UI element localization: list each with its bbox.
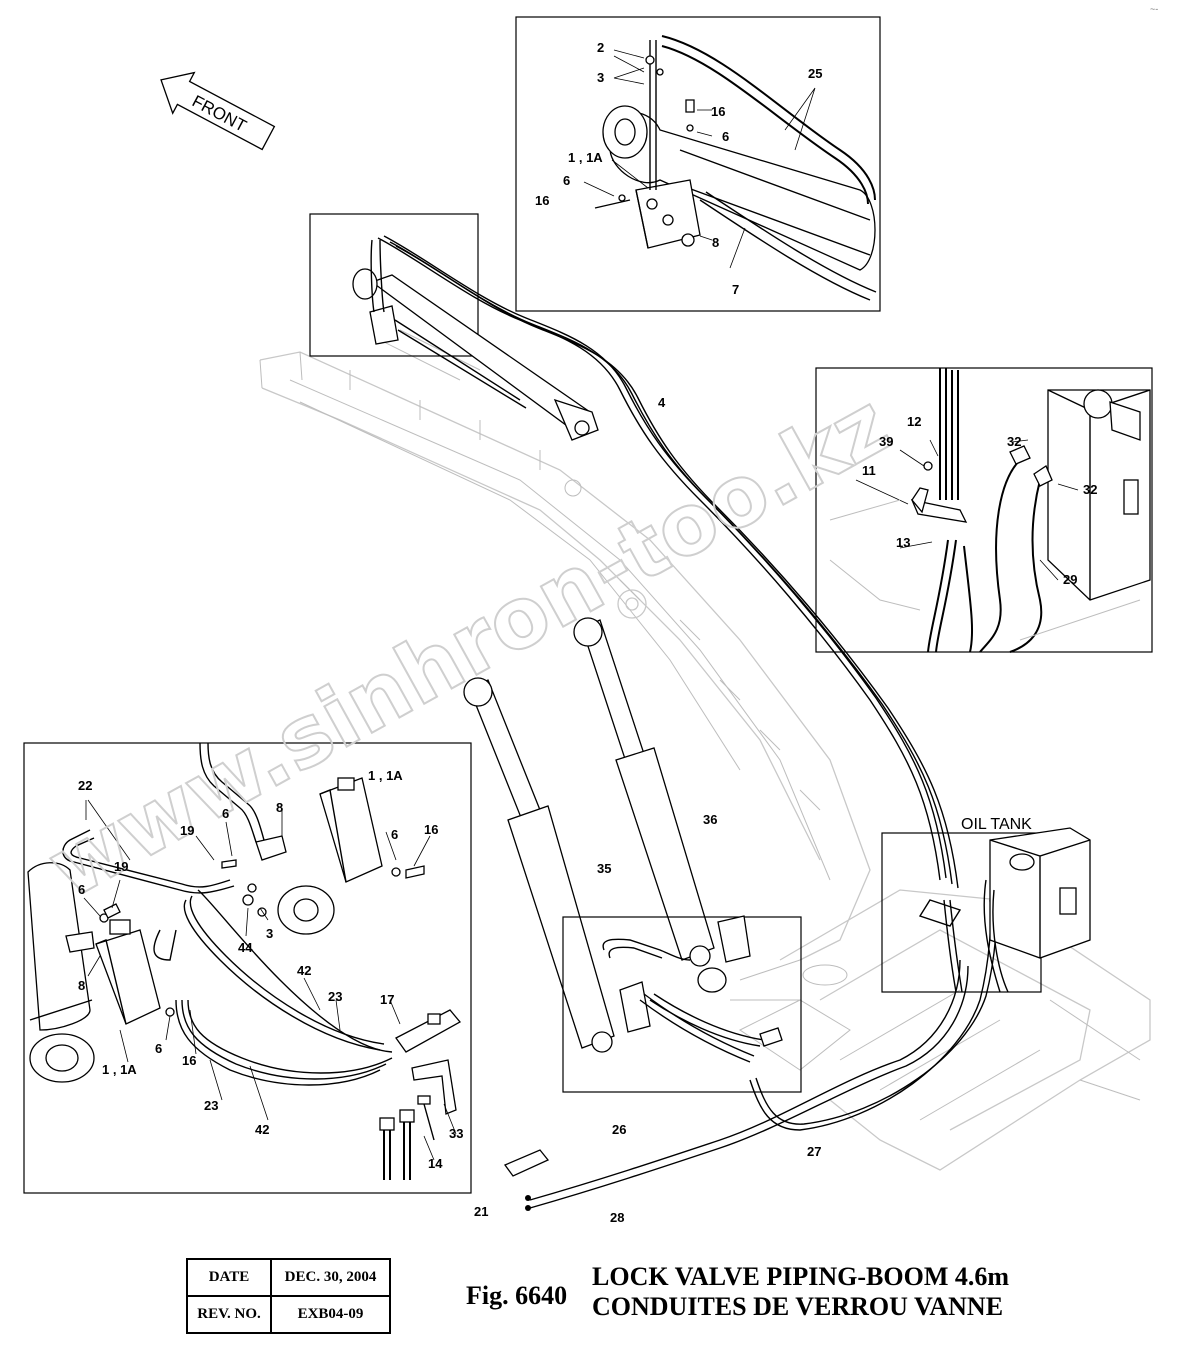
callout-left-detail-8: 6 [78, 882, 85, 897]
callout-top-detail-8: 8 [712, 235, 719, 250]
watermark: www.sinhron-too.kz [32, 374, 905, 917]
detail-bottom-center [562, 915, 802, 1093]
corner-mark: ~- [1150, 4, 1159, 14]
callout-left-detail-9: 44 [238, 940, 253, 955]
callout-left-detail-17: 1 , 1A [102, 1062, 137, 1077]
callout-right-detail-3: 11 [862, 463, 876, 478]
figure-number: Fig. 6640 [466, 1281, 568, 1310]
callout-left-detail-7: 19 [114, 859, 128, 874]
callout-right-detail-6: 29 [1063, 572, 1077, 587]
callout-right-detail-1: 39 [879, 434, 893, 449]
front-arrow-icon: FRONT [160, 71, 276, 151]
callout-left-detail-11: 8 [78, 978, 85, 993]
date-value: DEC. 30, 2004 [270, 1258, 391, 1297]
callout-left-detail-2: 8 [276, 800, 283, 815]
detail-right [815, 367, 1153, 653]
callout-left-detail-1: 6 [222, 806, 229, 821]
detail-left [23, 742, 472, 1194]
callout-top-detail-2: 25 [808, 66, 822, 81]
callout-top-detail-6: 6 [563, 173, 570, 188]
callout-left-detail-19: 42 [255, 1122, 269, 1137]
callout-top-detail-1: 3 [597, 70, 604, 85]
callout-main-4: 27 [807, 1144, 821, 1159]
callout-left-detail-3: 1 , 1A [368, 768, 403, 783]
detail-boom-cylinder [309, 213, 599, 441]
callout-left-detail-16: 16 [182, 1053, 196, 1068]
callout-main-5: 21 [474, 1204, 488, 1219]
callout-left-detail-15: 6 [155, 1041, 162, 1056]
callout-left-detail-20: 33 [449, 1126, 463, 1141]
callout-left-detail-6: 16 [424, 822, 438, 837]
rev-value: EXB04-09 [270, 1295, 391, 1334]
callout-main-3: 26 [612, 1122, 626, 1137]
detail-oil-tank [881, 827, 1091, 993]
callout-left-detail-21: 14 [428, 1156, 443, 1171]
detail-top [515, 16, 881, 312]
callout-left-detail-0: 22 [78, 778, 92, 793]
callout-top-detail-9: 7 [732, 282, 739, 297]
frame-ghost [739, 889, 1151, 1171]
callout-left-detail-12: 42 [297, 963, 311, 978]
boom-cylinder-36 [573, 617, 715, 967]
figure-title-fr: CONDUITES DE VERROU VANNE [592, 1292, 1004, 1321]
hose-4 [377, 235, 959, 889]
boom-ghost [259, 329, 871, 961]
callout-top-detail-0: 2 [597, 40, 604, 55]
boom-cylinder-35 [463, 677, 615, 1053]
callout-top-detail-4: 6 [722, 129, 729, 144]
callout-left-detail-4: 19 [180, 823, 194, 838]
callout-left-detail-13: 23 [328, 989, 342, 1004]
oil-tank-label: OIL TANK [961, 816, 1032, 833]
callout-main-1: 36 [703, 812, 717, 827]
figure-title: LOCK VALVE PIPING-BOOM 4.6m CONDUITES DE… [592, 1262, 1009, 1322]
callout-top-detail-5: 1 , 1A [568, 150, 603, 165]
callout-main-0: 4 [658, 395, 666, 410]
callout-top-detail-7: 16 [535, 193, 549, 208]
callout-top-detail-3: 16 [711, 104, 725, 119]
callout-left-detail-14: 17 [380, 992, 394, 1007]
callout-left-detail-5: 6 [391, 827, 398, 842]
callout-left-detail-18: 23 [204, 1098, 218, 1113]
bracket-21 [503, 1149, 550, 1211]
date-label: DATE [186, 1258, 272, 1297]
callout-main-2: 35 [597, 861, 611, 876]
callout-right-detail-4: 32 [1083, 482, 1097, 497]
revision-table: DATE DEC. 30, 2004 REV. NO. EXB04-09 [186, 1258, 391, 1334]
callout-right-detail-2: 32 [1007, 434, 1021, 449]
callout-left-detail-10: 3 [266, 926, 273, 941]
figure-title-en: LOCK VALVE PIPING-BOOM 4.6m [592, 1262, 1010, 1291]
callout-right-detail-5: 13 [896, 535, 910, 550]
callout-right-detail-0: 12 [907, 414, 921, 429]
rev-label: REV. NO. [186, 1295, 272, 1334]
callout-main-6: 28 [610, 1210, 624, 1225]
